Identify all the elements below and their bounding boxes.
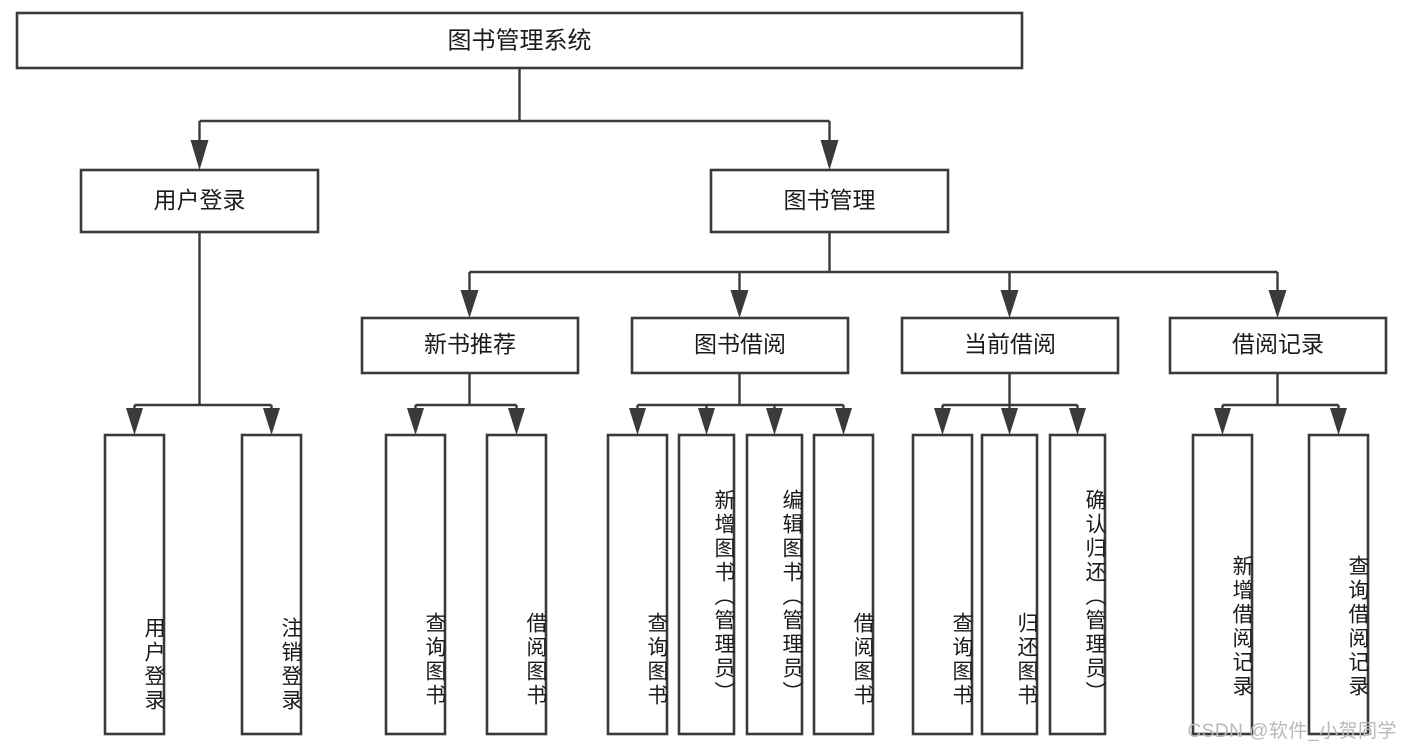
node-book-borrow-box[interactable] xyxy=(630,316,850,375)
node-current-borrow[interactable]: 当前借阅 xyxy=(900,316,1120,375)
node-book-management-label: 图书管理 xyxy=(784,187,876,213)
arrow-head-icon xyxy=(629,408,646,435)
arrow-head-icon xyxy=(934,408,951,435)
connectors-group xyxy=(126,68,1347,435)
leaf-box-edit-book[interactable] xyxy=(745,433,804,736)
arrow-head-icon xyxy=(1268,290,1287,318)
arrow-head-icon xyxy=(190,140,209,170)
node-book-management-box[interactable] xyxy=(709,168,950,234)
arrow-head-icon xyxy=(1000,290,1019,318)
arrow-head-icon xyxy=(1069,408,1086,435)
arrow-head-icon xyxy=(698,408,715,435)
node-new-book-recommend-label: 新书推荐 xyxy=(424,331,516,357)
arrow-head-icon xyxy=(766,408,783,435)
leaf-box-query-book-1[interactable] xyxy=(384,433,447,736)
leaf-box-query-book-3[interactable] xyxy=(911,433,974,736)
node-root[interactable]: 图书管理系统 xyxy=(15,11,1024,70)
arrow-head-icon xyxy=(126,408,143,435)
arrow-head-icon xyxy=(1001,408,1018,435)
leaf-box-borrow-book-1[interactable] xyxy=(485,433,548,736)
leaf-boxes-group xyxy=(103,433,1370,736)
node-root-label: 图书管理系统 xyxy=(448,27,592,54)
leaf-box-query-record[interactable] xyxy=(1307,433,1370,736)
arrow-head-icon xyxy=(407,408,424,435)
node-root-box[interactable] xyxy=(15,11,1024,70)
leaf-box-borrow-book-2[interactable] xyxy=(812,433,875,736)
arrow-head-icon xyxy=(1214,408,1231,435)
arrow-head-icon xyxy=(1330,408,1347,435)
arrow-head-icon xyxy=(835,408,852,435)
arrow-head-icon xyxy=(820,140,839,170)
node-borrow-record[interactable]: 借阅记录 xyxy=(1168,316,1388,375)
leaf-box-add-record[interactable] xyxy=(1191,433,1254,736)
arrow-head-icon xyxy=(460,290,479,318)
leaf-box-return-book[interactable] xyxy=(980,433,1039,736)
node-borrow-record-box[interactable] xyxy=(1168,316,1388,375)
arrow-head-icon xyxy=(730,290,749,318)
node-current-borrow-box[interactable] xyxy=(900,316,1120,375)
node-user-login-label: 用户登录 xyxy=(154,187,246,213)
node-book-borrow[interactable]: 图书借阅 xyxy=(630,316,850,375)
leaf-box-logout-login[interactable] xyxy=(240,433,303,736)
node-borrow-record-label: 借阅记录 xyxy=(1232,331,1324,357)
node-current-borrow-label: 当前借阅 xyxy=(964,331,1056,357)
node-new-book-recommend[interactable]: 新书推荐 xyxy=(360,316,580,375)
leaf-box-confirm-return[interactable] xyxy=(1048,433,1107,736)
arrow-head-icon xyxy=(263,408,280,435)
arrow-head-icon xyxy=(508,408,525,435)
leaf-box-query-book-2[interactable] xyxy=(606,433,669,736)
watermark-text: CSDN @软件_小贺同学 xyxy=(1187,721,1397,742)
node-book-management[interactable]: 图书管理 xyxy=(709,168,950,234)
leaf-box-user-login[interactable] xyxy=(103,433,166,736)
node-user-login-box[interactable] xyxy=(79,168,320,234)
node-user-login[interactable]: 用户登录 xyxy=(79,168,320,234)
leaf-box-add-book[interactable] xyxy=(677,433,736,736)
node-book-borrow-label: 图书借阅 xyxy=(694,331,786,357)
node-new-book-recommend-box[interactable] xyxy=(360,316,580,375)
